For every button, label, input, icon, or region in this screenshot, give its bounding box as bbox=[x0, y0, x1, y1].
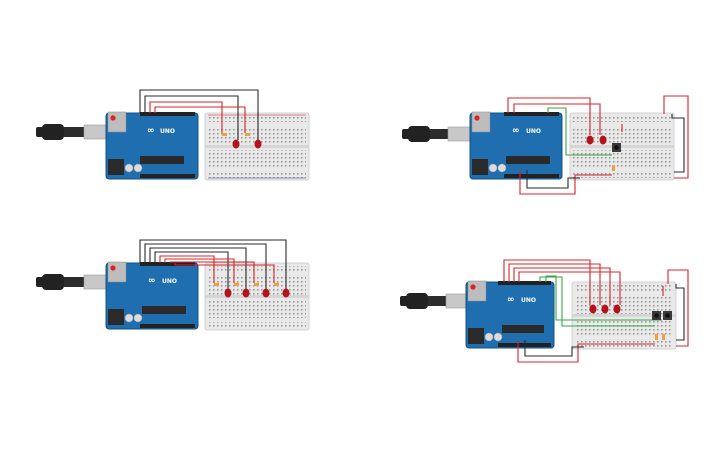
usb-cable bbox=[36, 124, 109, 140]
push-button[interactable] bbox=[652, 311, 661, 320]
board-model-label: UNO bbox=[162, 278, 177, 285]
led-red[interactable] bbox=[601, 304, 609, 314]
wires bbox=[139, 239, 287, 290]
led-red[interactable] bbox=[599, 135, 607, 145]
led-red[interactable] bbox=[242, 288, 250, 298]
wires bbox=[507, 95, 689, 195]
led-red[interactable] bbox=[224, 288, 232, 298]
push-button[interactable] bbox=[612, 143, 621, 152]
circuit-1: ∞ UNO bbox=[36, 89, 310, 181]
circuit-2: ∞ UNO bbox=[402, 95, 689, 195]
led-red[interactable] bbox=[232, 139, 240, 149]
arduino-uno-board[interactable]: ∞ UNO bbox=[465, 280, 555, 349]
usb-cable bbox=[400, 293, 471, 309]
usb-cable bbox=[402, 126, 473, 142]
arduino-uno-board[interactable]: ∞ UNO bbox=[105, 261, 199, 330]
board-logo: ∞ bbox=[147, 126, 155, 136]
arduino-uno-board[interactable]: ∞ UNO bbox=[105, 111, 199, 180]
push-button[interactable] bbox=[663, 311, 672, 320]
resistor[interactable] bbox=[245, 133, 250, 136]
led-red[interactable] bbox=[282, 288, 290, 298]
led-red[interactable] bbox=[613, 304, 621, 314]
resistor[interactable] bbox=[222, 133, 227, 136]
wires bbox=[503, 259, 689, 363]
usb-cable bbox=[36, 274, 109, 290]
resistor[interactable] bbox=[612, 165, 615, 171]
resistor[interactable] bbox=[655, 334, 658, 340]
circuit-3: ∞ UNO bbox=[36, 239, 310, 331]
resistor[interactable] bbox=[234, 283, 239, 286]
board-logo: ∞ bbox=[148, 276, 156, 286]
breadboard[interactable] bbox=[204, 262, 310, 331]
resistor[interactable] bbox=[254, 283, 259, 286]
led-red[interactable] bbox=[254, 139, 262, 149]
board-logo: ∞ bbox=[507, 295, 515, 305]
board-logo: ∞ bbox=[512, 126, 520, 136]
board-model-label: UNO bbox=[526, 128, 541, 135]
led-red[interactable] bbox=[262, 288, 270, 298]
resistor[interactable] bbox=[214, 283, 219, 286]
led-red[interactable] bbox=[586, 135, 594, 145]
resistor[interactable] bbox=[274, 283, 279, 286]
board-model-label: UNO bbox=[160, 128, 175, 135]
arduino-uno-board[interactable]: ∞ UNO bbox=[469, 111, 563, 180]
led-red[interactable] bbox=[589, 304, 597, 314]
resistor[interactable] bbox=[662, 334, 665, 340]
board-model-label: UNO bbox=[521, 297, 536, 304]
wires bbox=[139, 89, 259, 140]
breadboard[interactable] bbox=[569, 112, 675, 181]
circuit-4: ∞ UNO bbox=[400, 259, 689, 363]
